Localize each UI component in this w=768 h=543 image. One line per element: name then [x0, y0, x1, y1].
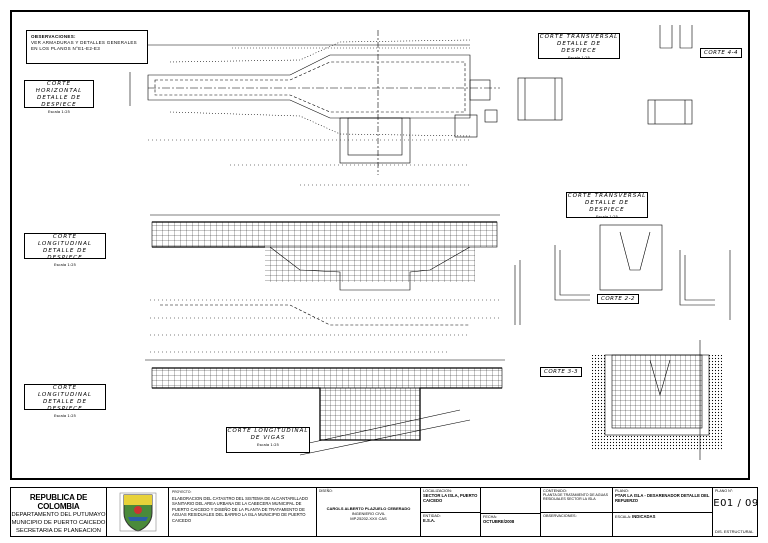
location-box: LOCALIZACION: SECTOR LA ISLA, PUERTO CAI…	[421, 488, 481, 536]
designer-role: INGENIERO CIVIL	[351, 511, 386, 516]
view-label-corte-longitudinal-vigas: CORTE LONGITUDINAL DE VIGAS Escala 1:25	[226, 427, 310, 453]
observations-line: EN LOS PLANOS N°E1-E2-E3	[31, 46, 101, 51]
scale-value: INDICADAS	[632, 514, 656, 519]
view-label-corte-2-2: CORTE 2-2	[597, 294, 640, 304]
view-label-corte-transversal-top: CORTE TRANSVERSAL DETALLE DE DESPIECE Es…	[538, 33, 620, 60]
observations-line: VER ARMADURAS Y DETALLES GENERALES	[31, 40, 137, 45]
shield-icon	[119, 492, 156, 532]
designer-id: MP.25202-XXX CAS	[350, 516, 387, 521]
project-description: PROYECTO: ELABORACION DEL CATASTRO DEL S…	[169, 488, 317, 536]
view-label-corte-horizontal: CORTE HORIZONTAL DETALLE DE DESPIECE Esc…	[24, 80, 94, 114]
content-value: PLANTA DE TRATAMIENTO DE AGUAS RESIDUALE…	[543, 493, 608, 501]
content-box: CONTENIDO: PLANTA DE TRATAMIENTO DE AGUA…	[541, 488, 613, 536]
date-value: OCTUBRE/2008	[483, 519, 515, 524]
drawing-frame	[10, 10, 750, 480]
designer-box: DISEÑO: CAROLS ALBERTO PLAZUELO CEBERADO…	[317, 488, 421, 536]
location-value: SECTOR LA ISLA, PUERTO CAICEDO	[423, 493, 478, 503]
title-block: REPUBLICA DE COLOMBIA DEPARTAMENTO DEL P…	[10, 487, 758, 537]
designer-name: CAROLS ALBERTO PLAZUELO CEBERADO	[326, 506, 411, 511]
observations-title: OBSERVACIONES:	[31, 34, 76, 39]
plane-value: PTAR LA ISLA - DESARENADOR DETALLE DEL R…	[615, 493, 710, 503]
government-header: REPUBLICA DE COLOMBIA DEPARTAMENTO DEL P…	[11, 488, 107, 536]
view-label-corte-longitudinal-2: CORTE LONGITUDINAL DETALLE DE DESPIECE E…	[24, 384, 106, 418]
view-label-corte-transversal-mid: CORTE TRANSVERSAL DETALLE DE DESPIECE Es…	[566, 192, 648, 219]
observations-note: OBSERVACIONES: VER ARMADURAS Y DETALLES …	[26, 30, 148, 64]
coat-of-arms	[107, 488, 169, 536]
sheet-number: E01 / 09	[713, 498, 759, 509]
view-label-corte-longitudinal-1: CORTE LONGITUDINAL DETALLE DE DESPIECE E…	[24, 233, 106, 267]
discipline-label: DIS. ESTRUCTURAL	[715, 529, 754, 534]
sheet-number-box: PLANO N°: E01 / 09 DIS. ESTRUCTURAL	[713, 489, 759, 534]
project-text: ELABORACION DEL CATASTRO DEL SISTEMA DE …	[172, 495, 309, 523]
entity-value: E.S.A.	[423, 518, 436, 523]
plane-box: PLANO: PTAR LA ISLA - DESARENADOR DETALL…	[613, 488, 713, 536]
view-label-corte-3-3: CORTE 3-3	[540, 367, 583, 377]
view-label-corte-4-4: CORTE 4-4	[700, 48, 743, 58]
date-box: FECHA: OCTUBRE/2008	[481, 488, 541, 536]
